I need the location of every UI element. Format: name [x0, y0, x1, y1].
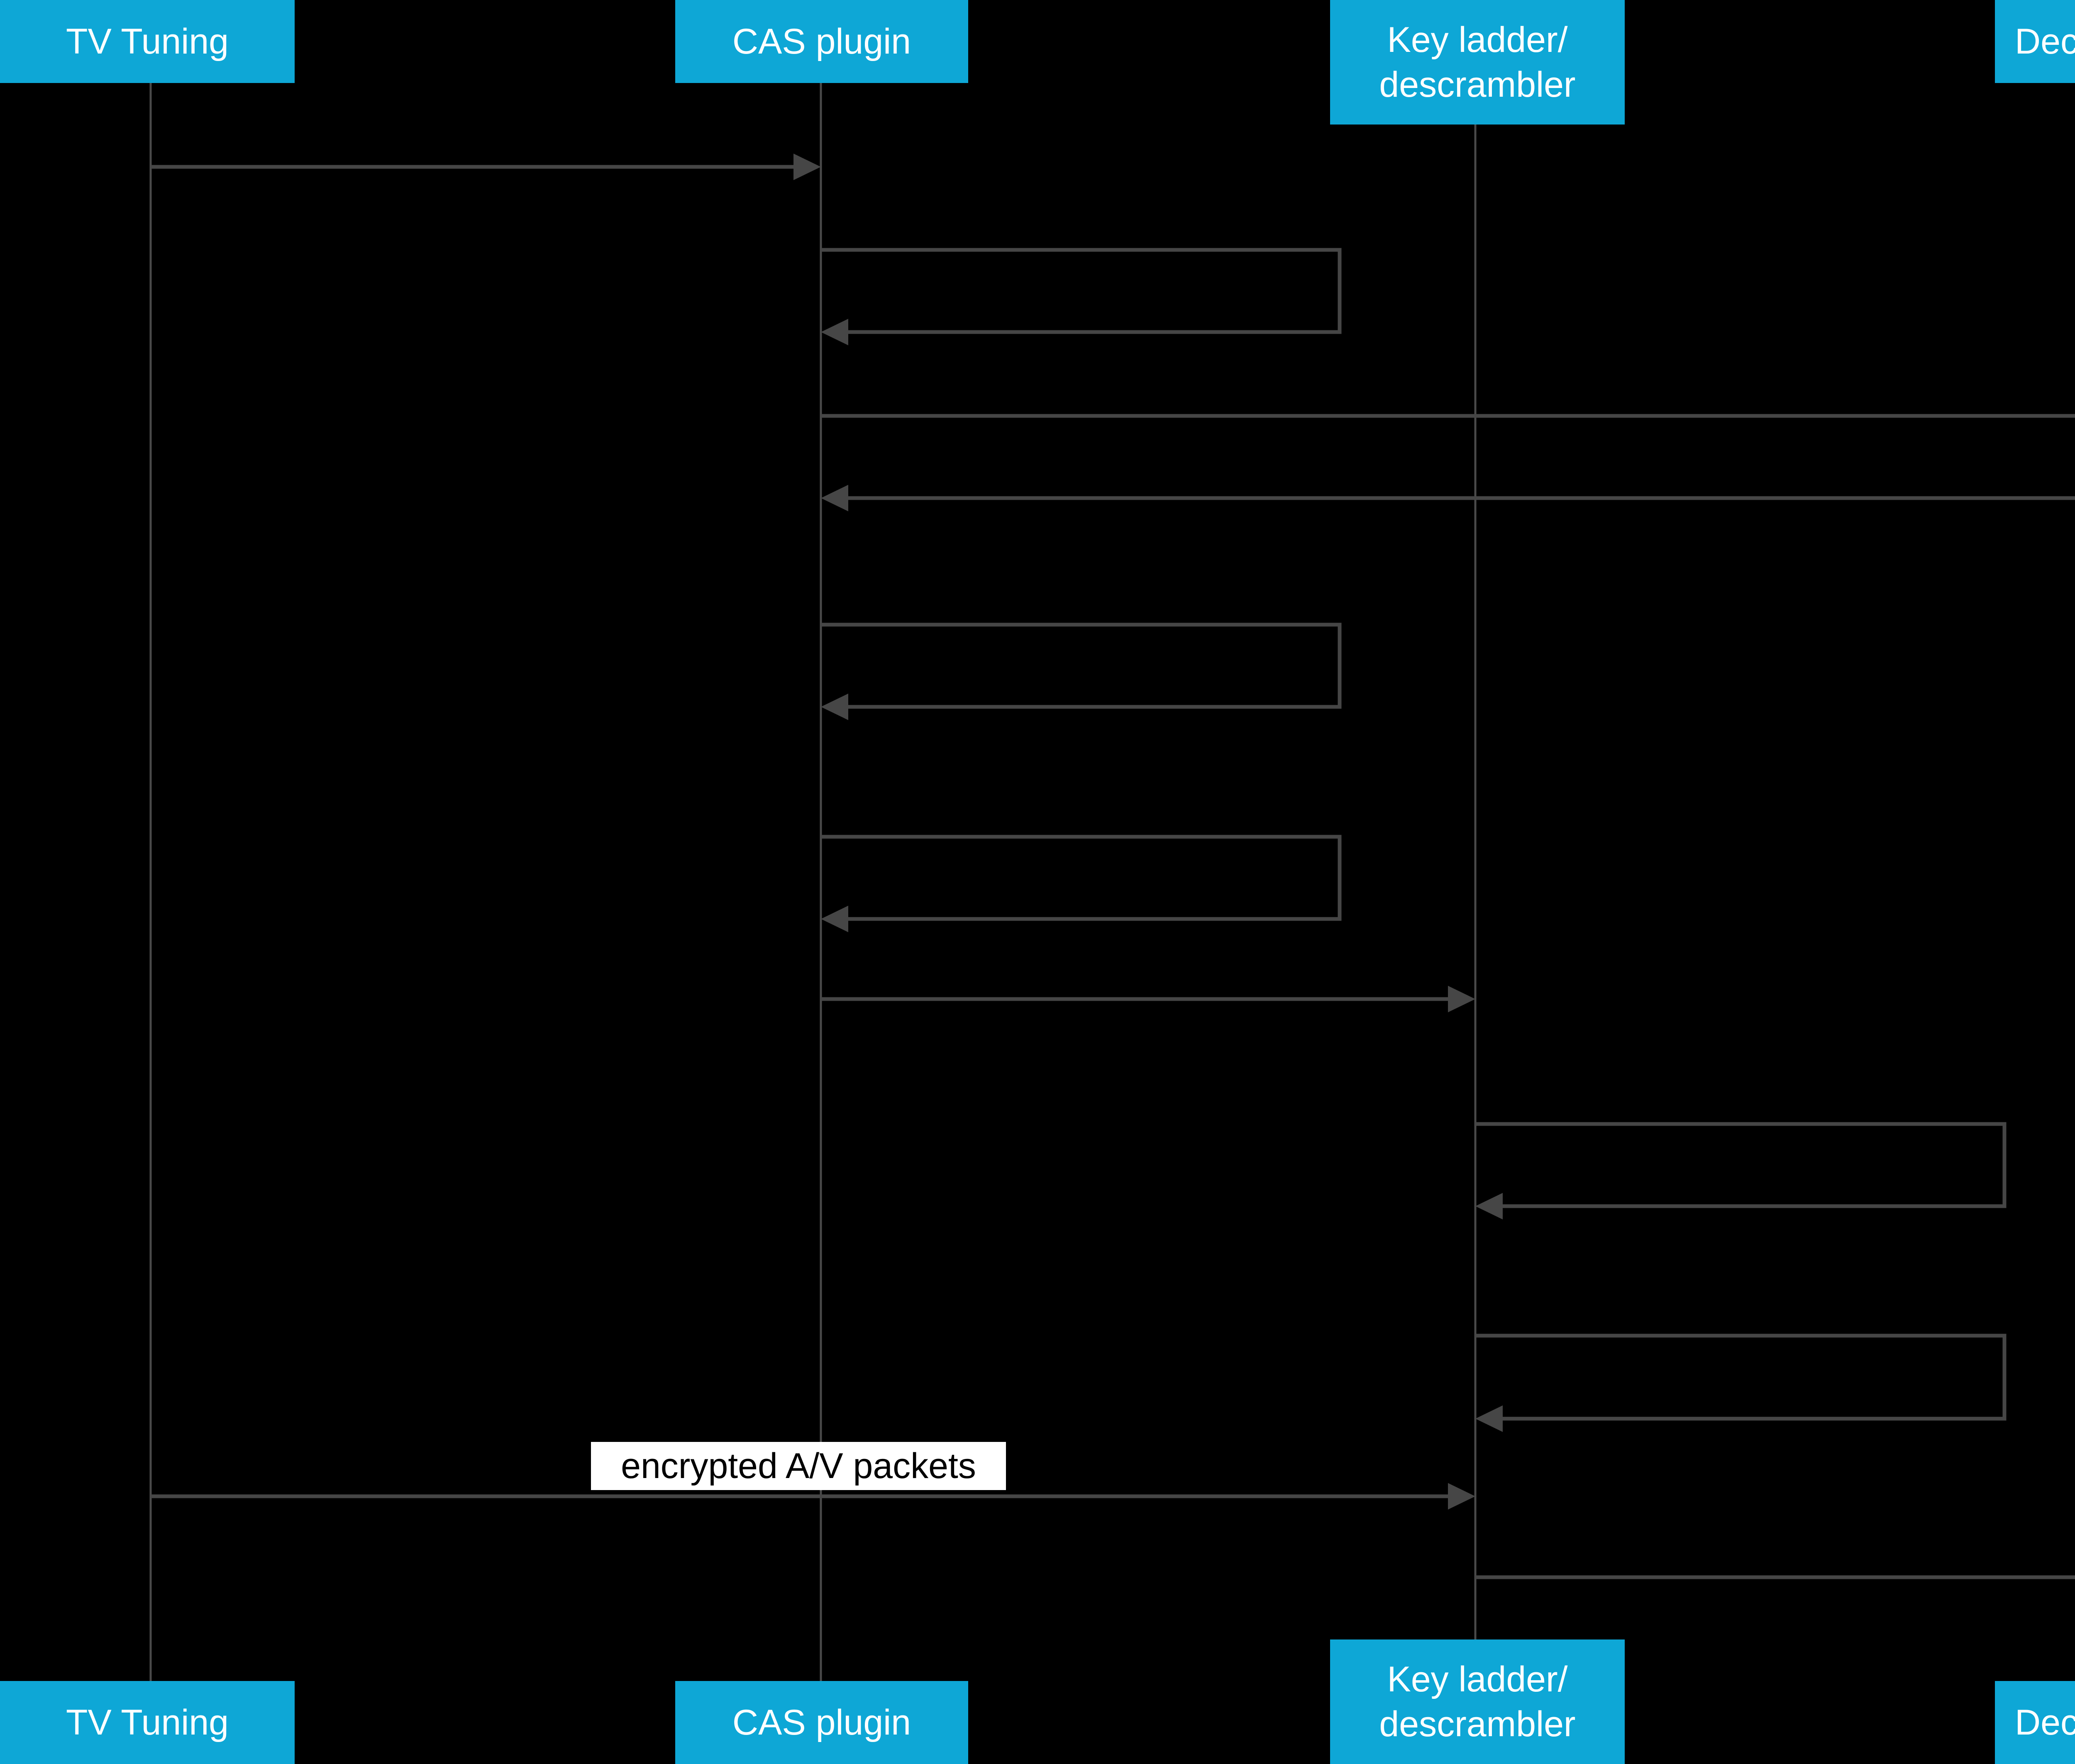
message-arrow-headend-to-cas — [821, 485, 2075, 511]
message-arrow-cas-to-keyladder — [821, 986, 1475, 1012]
message-arrow-keyladder-to-decode — [1475, 1575, 2075, 1579]
actor-label: TV Tuning — [66, 22, 229, 61]
message-self-cas-1 — [821, 248, 1342, 345]
actor-box-tv-tuning-top: TV Tuning — [0, 0, 295, 83]
actor-box-tv-tuning-bottom: TV Tuning — [0, 1681, 295, 1764]
message-self-cas-2 — [821, 623, 1342, 720]
actor-box-cas-plugin-bottom: CAS plugin — [675, 1681, 968, 1764]
message-arrow-tv-to-keyladder — [151, 1483, 1475, 1510]
actor-label: Key ladder/ — [1387, 20, 1568, 60]
actor-label-line2: descrambler — [1379, 65, 1576, 105]
actor-label: Decode, display — [2015, 22, 2075, 61]
actor-box-cas-plugin-top: CAS plugin — [675, 0, 968, 83]
actor-label: CAS plugin — [732, 1703, 911, 1742]
message-label-encrypted-av-packets: encrypted A/V packets — [591, 1442, 1006, 1490]
actor-label: Decode, display — [2015, 1703, 2075, 1742]
message-arrow-cas-to-headend — [821, 414, 2075, 418]
message-arrow-tv-to-cas — [151, 154, 821, 180]
actor-box-key-ladder-bottom: Key ladder/descrambler — [1330, 1639, 1625, 1764]
actor-label-line2: descrambler — [1379, 1704, 1576, 1744]
actor-label: TV Tuning — [66, 1703, 229, 1742]
actor-box-key-ladder-top: Key ladder/descrambler — [1330, 0, 1625, 125]
actor-box-decode-display-top: Decode, display — [1995, 0, 2075, 83]
actor-label: Key ladder/ — [1387, 1659, 1568, 1699]
message-self-cas-3 — [821, 835, 1342, 932]
actor-label: CAS plugin — [732, 22, 911, 61]
message-self-keyladder-1 — [1475, 1122, 2007, 1219]
message-self-keyladder-2 — [1475, 1334, 2007, 1432]
actor-box-decode-display-bottom: Decode, display — [1995, 1681, 2075, 1764]
